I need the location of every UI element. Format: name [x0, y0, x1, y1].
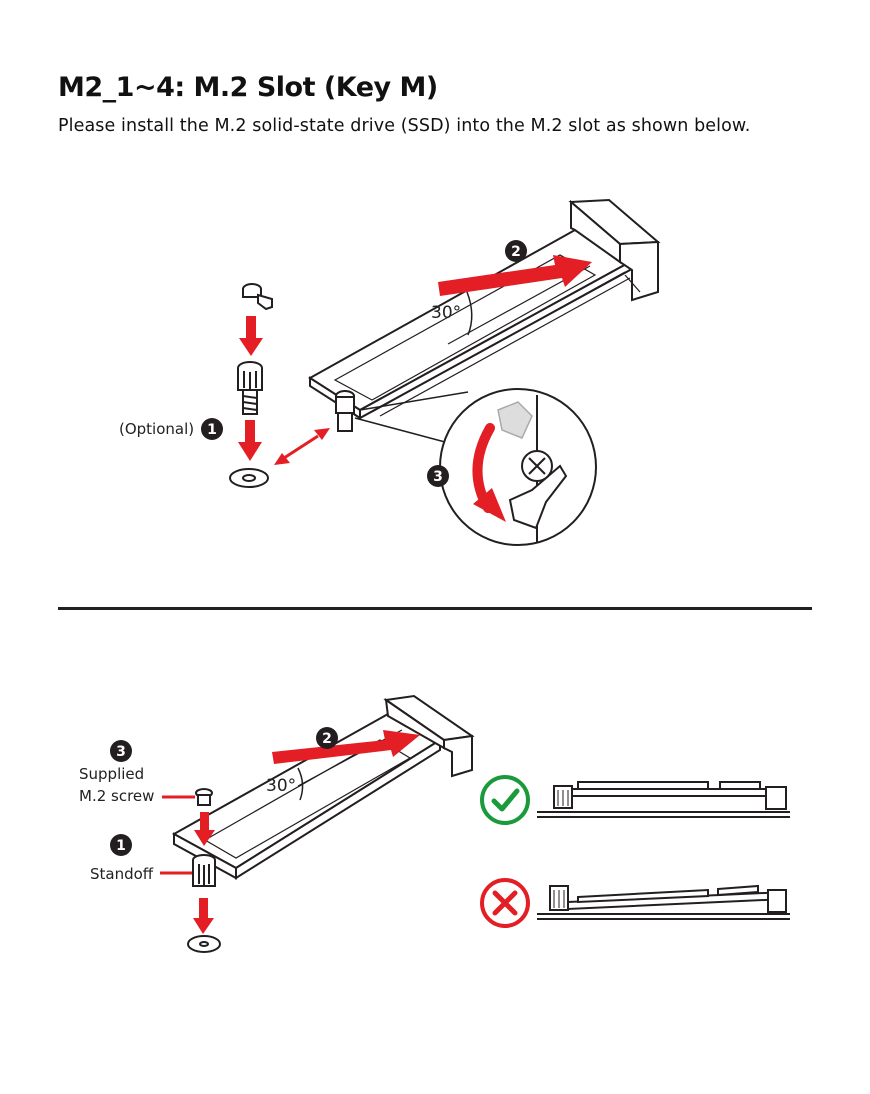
m2-slot-icon [383, 694, 475, 778]
correct-installation-side-view [537, 781, 790, 818]
section-divider [58, 607, 812, 610]
step-3-badge: 3 [110, 740, 132, 762]
standoff-icon [237, 361, 263, 415]
screw-icon [195, 788, 213, 806]
red-arrow-down-icon [194, 812, 215, 846]
standoff-icon [192, 854, 216, 887]
zoom-detail-circle [439, 388, 597, 546]
svg-text:3: 3 [433, 469, 443, 485]
standoff-label: Standoff [90, 865, 154, 883]
step-1-badge: 1 [110, 834, 132, 856]
board-screw-icon [335, 390, 355, 432]
step-3-badge: 3 [427, 465, 449, 487]
svg-text:2: 2 [322, 731, 332, 747]
check-icon [480, 775, 530, 825]
step-1-badge: 1 [201, 418, 223, 440]
svg-text:30°: 30° [266, 776, 296, 796]
page-title: M2_1~4: M.2 Slot (Key M) [58, 72, 438, 103]
supplied-label: Supplied [79, 765, 144, 783]
angle-indicator: 30° [266, 767, 304, 801]
red-arrow-down-icon [193, 898, 214, 934]
angle-indicator: 30° [431, 291, 473, 336]
m2-slot-icon [568, 198, 661, 302]
step-2-badge: 2 [505, 240, 527, 262]
washer-icon [187, 935, 221, 953]
svg-text:3: 3 [116, 744, 126, 760]
double-arrow-icon [274, 428, 330, 465]
red-insert-arrow-icon [272, 730, 420, 764]
red-arrow-down-icon [238, 420, 262, 461]
svg-text:1: 1 [116, 838, 126, 854]
optional-label: (Optional) [119, 420, 194, 438]
m2-screw-label: M.2 screw [79, 787, 154, 805]
red-arrow-down-icon [239, 316, 263, 356]
svg-text:1: 1 [207, 422, 217, 438]
svg-text:30°: 30° [431, 303, 461, 323]
red-insert-arrow-icon [438, 255, 592, 296]
svg-text:2: 2 [511, 244, 521, 260]
screw-head-icon [521, 450, 553, 482]
cross-icon [480, 878, 530, 928]
page-subtitle: Please install the M.2 solid-state drive… [58, 116, 751, 136]
incorrect-installation-side-view [537, 884, 790, 920]
screw-icon [242, 283, 273, 311]
step-2-badge: 2 [316, 727, 338, 749]
washer-icon [229, 468, 269, 488]
